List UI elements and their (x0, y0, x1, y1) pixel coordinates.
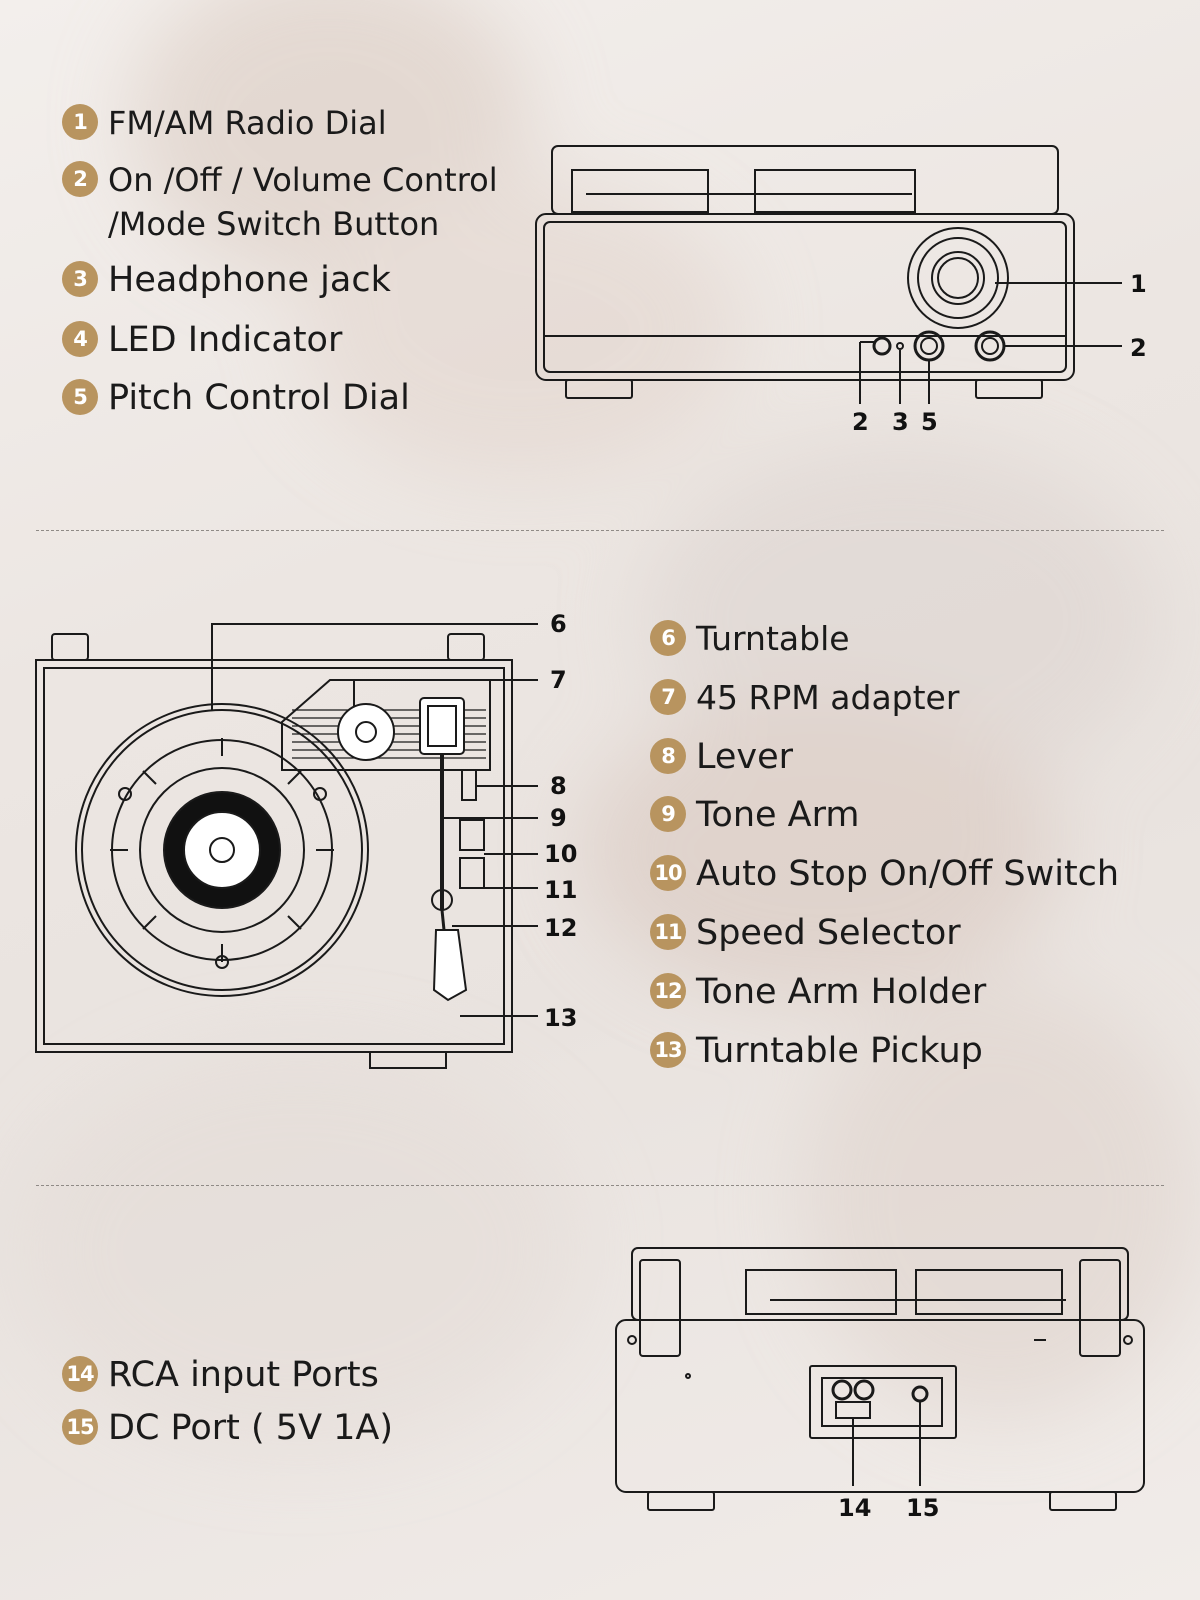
legend-item-6: 6 Turntable (650, 617, 850, 661)
callout-12: 12 (544, 914, 577, 942)
callout-6: 6 (550, 610, 567, 638)
callout-13: 13 (544, 1004, 577, 1032)
legend-item-8: 8 Lever (650, 735, 793, 779)
divider-2 (36, 1185, 1164, 1186)
port-panel (809, 1365, 957, 1439)
badge-9: 9 (650, 796, 686, 832)
callout-10: 10 (544, 840, 577, 868)
autostop-switch (459, 819, 485, 851)
hinge-left (51, 633, 89, 661)
badge-2: 2 (62, 161, 98, 197)
legend-item-2: 2 On /Off / Volume Control /Mode Switch … (62, 158, 498, 246)
lid-outline (551, 145, 1059, 215)
callout-15: 15 (906, 1494, 939, 1522)
callout-3: 3 (892, 408, 909, 436)
foot-left (647, 1491, 715, 1511)
lever (461, 769, 477, 801)
legend-label-5: Pitch Control Dial (108, 378, 410, 418)
front-view-diagram: 1 2 2 3 5 (535, 145, 1147, 436)
speed-selector (459, 857, 485, 889)
dc-port (911, 1385, 929, 1403)
legend-label-11: Speed Selector (696, 913, 961, 953)
back-view-diagram: 14 15 (615, 1247, 1145, 1522)
callout-2-bottom: 2 (852, 408, 869, 436)
callout-11: 11 (544, 876, 577, 904)
callout-1: 1 (1130, 270, 1147, 298)
legend-item-10: 10 Auto Stop On/Off Switch (650, 852, 1119, 896)
legend-item-11: 11 Speed Selector (650, 911, 961, 955)
legend-label-2: On /Off / Volume Control /Mode Switch Bu… (108, 161, 498, 243)
lid-outline (631, 1247, 1129, 1321)
top-view-diagram: 6 7 8 9 10 11 12 13 (35, 610, 577, 1069)
legend-label-9: Tone Arm (696, 795, 860, 835)
legend-item-1: 1 FM/AM Radio Dial (62, 101, 387, 145)
body-outline (615, 1319, 1145, 1493)
legend-label-1: FM/AM Radio Dial (108, 104, 387, 142)
radio-dial (907, 227, 1009, 329)
legend-item-14: 14 RCA input Ports (62, 1353, 379, 1397)
badge-1: 1 (62, 104, 98, 140)
badge-5: 5 (62, 379, 98, 415)
legend-item-3: 3 Headphone jack (62, 258, 391, 302)
callout-2-right: 2 (1130, 334, 1147, 362)
legend-label-3: Headphone jack (108, 260, 391, 300)
foot-right (1049, 1491, 1117, 1511)
legend-item-4: 4 LED Indicator (62, 318, 342, 362)
lid-window-left (571, 169, 709, 213)
legend-item-15: 15 DC Port ( 5V 1A) (62, 1406, 393, 1450)
legend-label-6: Turntable (696, 619, 850, 658)
legend-item-12: 12 Tone Arm Holder (650, 970, 986, 1014)
callout-9: 9 (550, 804, 567, 832)
badge-11: 11 (650, 914, 686, 950)
badge-10: 10 (650, 855, 686, 891)
legend-label-8: Lever (696, 737, 794, 777)
hinge-left (639, 1259, 681, 1357)
badge-12: 12 (650, 973, 686, 1009)
lid-window-right (754, 169, 916, 213)
legend-label-7: 45 RPM adapter (696, 678, 960, 717)
callout-14: 14 (838, 1494, 871, 1522)
platter (75, 703, 369, 997)
legend-item-7: 7 45 RPM adapter (650, 676, 959, 720)
rca-port-left (831, 1379, 853, 1401)
callout-7: 7 (550, 666, 567, 694)
badge-6: 6 (650, 620, 686, 656)
pickup-cartridge (432, 929, 468, 1002)
legend-item-5: 5 Pitch Control Dial (62, 376, 410, 420)
feet-bottom (369, 1051, 447, 1069)
callout-5: 5 (921, 408, 938, 436)
tonearm-panel (281, 679, 491, 771)
rpm-adapter (337, 703, 395, 761)
cabinet-outline (35, 659, 513, 1053)
badge-15: 15 (62, 1409, 98, 1445)
callout-8: 8 (550, 772, 567, 800)
legend-label-12: Tone Arm Holder (696, 972, 987, 1012)
headphone-jack (872, 336, 892, 356)
legend-label-13: Turntable Pickup (696, 1031, 983, 1071)
legend-label-10: Auto Stop On/Off Switch (696, 854, 1120, 894)
legend-label-14: RCA input Ports (108, 1355, 379, 1395)
legend-item-9: 9 Tone Arm (650, 793, 860, 837)
hinge-right (1079, 1259, 1121, 1357)
legend-label-15: DC Port ( 5V 1A) (108, 1408, 394, 1448)
body-outline (535, 213, 1075, 381)
badge-13: 13 (650, 1032, 686, 1068)
hinge-right (447, 633, 485, 661)
badge-7: 7 (650, 679, 686, 715)
badge-8: 8 (650, 738, 686, 774)
badge-14: 14 (62, 1356, 98, 1392)
divider-1 (36, 530, 1164, 531)
led-indicator (896, 342, 904, 350)
foot-left (565, 379, 633, 399)
badge-3: 3 (62, 261, 98, 297)
foot-right (975, 379, 1043, 399)
legend-item-13: 13 Turntable Pickup (650, 1029, 983, 1073)
rca-port-right (853, 1379, 875, 1401)
legend-label-4: LED Indicator (108, 320, 343, 360)
badge-4: 4 (62, 321, 98, 357)
